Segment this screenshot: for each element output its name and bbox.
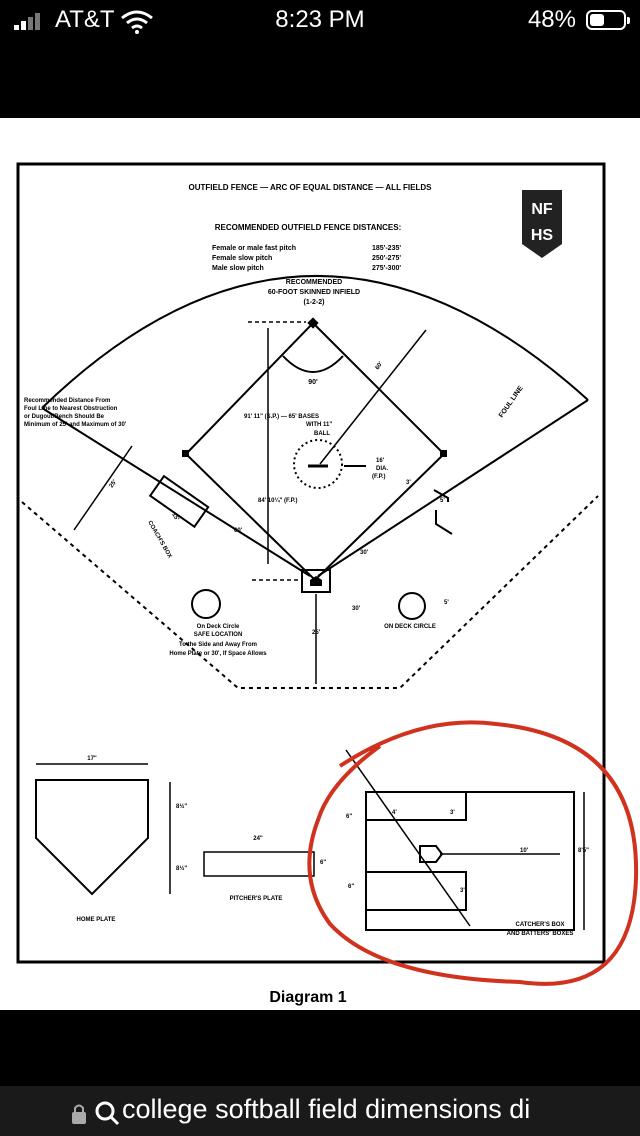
diagram-frame [16,162,606,964]
svg-text:6": 6" [320,860,326,866]
svg-text:Minimum of 25' and Maximum of: Minimum of 25' and Maximum of 30' [24,422,127,428]
svg-text:90': 90' [308,379,318,386]
svg-text:(1-2-2): (1-2-2) [303,299,324,306]
status-bar: AT&T 8:23 PM 48% [0,0,640,40]
svg-text:5': 5' [444,600,449,606]
lock-icon [72,1104,86,1124]
svg-text:91' 11" (S.P.) — 65' BASES: 91' 11" (S.P.) — 65' BASES [244,414,319,420]
svg-text:BALL: BALL [314,431,330,437]
svg-text:3': 3' [406,480,411,486]
svg-text:24": 24" [253,836,263,842]
svg-text:30': 30' [352,606,361,612]
on-deck-circle-right [398,592,426,620]
svg-text:WITH 11": WITH 11" [306,422,332,428]
softball-field-diagram: OUTFIELD FENCE — ARC OF EQUAL DISTANCE —… [16,162,639,1006]
svg-text:60': 60' [375,361,385,372]
fence-title: RECOMMENDED OUTFIELD FENCE DISTANCES: [215,223,402,232]
svg-text:Recommended Distance From: Recommended Distance From [24,398,110,404]
svg-text:6": 6" [346,814,352,820]
clock: 8:23 PM [275,6,365,33]
svg-text:To the Side and Away From: To the Side and Away From [179,642,257,648]
fence-row-value: 185'-235' [372,245,401,252]
boundary-dashed [21,495,599,689]
svg-text:or Dugout/Bench Should Be: or Dugout/Bench Should Be [24,414,105,420]
wifi-icon [121,10,153,34]
svg-text:25': 25' [109,479,119,490]
search-icon [95,1101,120,1126]
fence-row-value: 275'-300' [372,265,401,272]
svg-text:8'5": 8'5" [578,848,589,854]
fence-row-value: 250'-275' [372,255,401,262]
pitchers-circle [293,439,343,489]
battery-percent: 48% [527,6,576,33]
svg-text:60': 60' [234,528,243,534]
svg-text:(F.P.): (F.P.) [372,474,386,480]
pitchers-plate [203,851,315,877]
foul-line-right [317,399,589,577]
battery-icon [586,10,630,30]
svg-text:RECOMMENDED: RECOMMENDED [286,279,342,286]
svg-text:Foul Line to Nearest Obstructi: Foul Line to Nearest Obstruction [24,406,118,412]
svg-text:5': 5' [440,498,445,504]
svg-text:NF: NF [531,201,553,218]
svg-text:DIA.: DIA. [376,466,388,472]
svg-text:16': 16' [376,458,385,464]
svg-text:3': 3' [460,888,465,894]
svg-text:8½": 8½" [176,865,187,872]
svg-text:30': 30' [360,550,369,556]
svg-text:HS: HS [531,227,554,244]
foul-line-label: FOUL LINE [498,385,525,419]
svg-text:4': 4' [392,810,397,816]
diagram-caption: Diagram 1 [269,989,346,1006]
signal-icon [14,12,42,30]
svg-text:COACH'S BOX: COACH'S BOX [146,520,172,559]
red-annotation-circle [307,720,639,986]
svg-text:HOME PLATE: HOME PLATE [77,917,116,923]
image-viewer[interactable]: OUTFIELD FENCE — ARC OF EQUAL DISTANCE —… [0,118,640,1010]
address-bar[interactable]: college softball field dimensions di [0,1086,640,1136]
svg-text:AND BATTERS' BOXES: AND BATTERS' BOXES [507,931,574,937]
svg-text:SAFE LOCATION: SAFE LOCATION [194,632,243,638]
nfhs-logo: NF HS [522,190,562,258]
url-text[interactable]: college softball field dimensions di [122,1094,531,1124]
home-area [301,569,331,593]
fence-row-label: Female slow pitch [212,255,272,262]
svg-text:17": 17" [87,756,97,762]
carrier-label: AT&T [55,6,115,33]
svg-text:25': 25' [312,630,321,636]
svg-text:60-FOOT SKINNED INFIELD: 60-FOOT SKINNED INFIELD [268,289,360,296]
svg-text:6": 6" [348,884,354,890]
fence-row-label: Female or male fast pitch [212,245,296,252]
infield-diamond [184,321,446,582]
svg-text:84' 10¼" (F.P.): 84' 10¼" (F.P.) [258,497,298,504]
catchers-box-detail: 10' 8'5" 4' 3' 6" 6" 3' CATCHER'S BOX AN… [345,749,589,937]
outfield-fence-header: OUTFIELD FENCE — ARC OF EQUAL DISTANCE —… [189,183,433,192]
svg-text:On Deck Circle: On Deck Circle [197,624,240,630]
svg-text:8½": 8½" [176,803,187,810]
outfield-fence-arc [41,275,589,409]
svg-text:15': 15' [170,512,180,523]
svg-text:CATCHER'S BOX: CATCHER'S BOX [516,922,565,928]
svg-text:3': 3' [450,810,455,816]
svg-text:PITCHER'S PLATE: PITCHER'S PLATE [230,896,283,902]
foul-line-left [41,407,311,577]
fence-row-label: Male slow pitch [212,265,264,272]
svg-text:ON DECK CIRCLE: ON DECK CIRCLE [384,624,436,630]
on-deck-circle-left [191,589,221,619]
svg-text:10': 10' [520,848,529,854]
svg-text:Home Plate or 30', If Space Al: Home Plate or 30', If Space Allows [169,651,267,657]
home-plate-detail: 17" HOME PLATE 8½" 8½" [35,756,187,923]
